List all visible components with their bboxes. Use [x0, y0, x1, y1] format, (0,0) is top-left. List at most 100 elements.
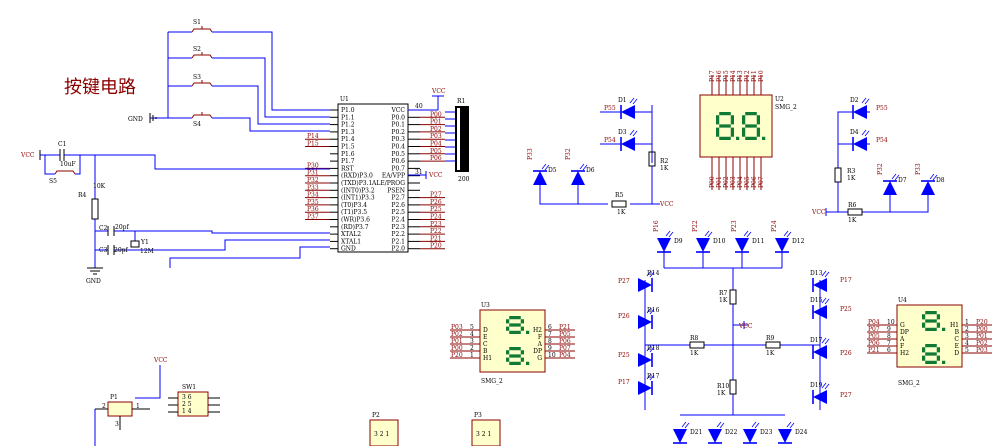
mcu-right-pin-15: P2.4: [391, 217, 405, 224]
p3-connector[interactable]: [471, 419, 501, 446]
u2-digit2-seg-3: [745, 136, 757, 140]
u3-left-net-1: P02: [451, 331, 463, 338]
mcu-left-pin-2: P1.2: [341, 122, 355, 129]
u3-digit2-seg-4: [506, 357, 510, 362]
r7-ref: R7: [719, 290, 728, 297]
led-label-d18-14: D18: [647, 345, 660, 352]
u3-right-net-4: P04: [559, 352, 571, 359]
circuit-title: 按键电路: [64, 77, 136, 98]
mcu-right-net-16: P23: [430, 221, 442, 228]
r5-ref: R5: [615, 192, 624, 199]
u4-name: SMG_2: [898, 380, 920, 387]
led-label-d17-18: D17: [810, 337, 823, 344]
u3-right-seg-1: F: [538, 334, 542, 341]
u4-right-seg-4: D: [954, 350, 959, 357]
led-d10-9: [696, 238, 710, 252]
led-label-d14-12: D14: [647, 270, 660, 277]
mcu-right-pin-16: P2.3: [391, 224, 405, 231]
u4-right-seg-3: E: [955, 343, 959, 350]
p1-pin3: 3: [115, 421, 119, 428]
net-p26-right: P26: [840, 350, 852, 357]
mcu-left-net-4: P14: [307, 133, 319, 140]
u3-left-num-0: 5: [470, 324, 474, 331]
u4-left-num-0: 10: [887, 319, 895, 326]
u4-right-net-3: P02: [976, 340, 988, 347]
u3-digit2-seg-1: [520, 350, 524, 355]
sw1-ref: SW1: [182, 384, 196, 391]
r6-ref: R6: [848, 202, 857, 209]
led-d1-0: [621, 105, 635, 119]
u3-right-seg-4: G: [537, 355, 542, 362]
u2-seven-segment-digits: [716, 112, 766, 140]
u4-left-seg-2: A: [899, 336, 905, 343]
u4-digit1-seg-0: [925, 311, 937, 315]
p1-pin2: 2: [102, 403, 106, 410]
r2-value: 1K: [660, 165, 669, 172]
mcu-right-pin-13: P2.6: [391, 202, 405, 209]
led-label-d12-11: D12: [792, 238, 805, 245]
led-label-d6-3: D6: [586, 167, 595, 174]
u2-bottom-pin-0: P00: [709, 176, 716, 188]
u3-digit2-dp: [526, 361, 530, 365]
p1-connector[interactable]: [107, 401, 133, 417]
led-d19-19: [813, 390, 827, 404]
u4-right-net-2: P01: [976, 333, 988, 340]
mcu-right-net-3: P02: [430, 126, 442, 133]
mcu-left-pin-7: P1.7: [341, 158, 355, 165]
mcu-right-net-19: P20: [430, 243, 442, 250]
mcu-right-net-14: P25: [430, 206, 442, 213]
led-label-d8-7: D8: [936, 177, 945, 184]
mcu-left-pin-15: (WR)P3.6: [341, 217, 370, 224]
u4-digit2-seg-2: [936, 355, 940, 361]
led-d4-5: [853, 137, 867, 151]
u4-right-num-4: 5: [965, 347, 969, 354]
u3-digit1-seg-3: [509, 330, 521, 334]
u4-right-net-1: P00: [976, 326, 988, 333]
r3-ref: R3: [847, 168, 856, 175]
u4-left-net-0: P04: [868, 319, 880, 326]
cross-vcc-label: VCC: [738, 323, 753, 330]
led-d12-11: [775, 238, 789, 252]
led-d22-21: [708, 429, 722, 443]
u4-digit2-seg-1: [936, 347, 940, 353]
u4-digit2-seg-6: [925, 352, 937, 356]
mcu-right-net-4: P03: [430, 133, 442, 140]
u2-top-pin-3: P14: [730, 70, 737, 82]
net-p17-left: P17: [618, 379, 630, 386]
mcu-right-pin-2: P0.1: [391, 122, 405, 129]
mcu-body: [337, 103, 409, 253]
p2-connector[interactable]: [369, 419, 399, 446]
mcu-right-pin-12: P2.7: [391, 195, 405, 202]
u3-left-net-4: P20: [451, 352, 463, 359]
r8-value: 1K: [690, 350, 699, 357]
u3-right-seg-2: A: [537, 341, 543, 348]
led-label-d13-16: D13: [810, 270, 823, 277]
mcu-left-net-12: P34: [307, 192, 319, 199]
u4-left-net-3: P06: [868, 340, 880, 347]
u4-right-net-4: P03: [976, 347, 988, 354]
u2-bottom-pin-3: P03: [730, 176, 737, 188]
u3-left-num-1: 4: [470, 331, 474, 338]
mcu-right-net-12: P27: [430, 192, 442, 199]
led-d23-22: [743, 429, 757, 443]
net-p33-left: P33: [527, 148, 534, 160]
u3-digit2-seg-6: [509, 354, 521, 358]
u3-left-net-0: P03: [451, 324, 463, 331]
u4-seven-segment-digits: [922, 311, 946, 364]
mcu-left-net-13: P35: [307, 199, 319, 206]
mcu-u1: U1 P1.0P1.1P1.2P1.3P1.4P14P1.5P15P1.6P1.…: [305, 88, 446, 253]
sw1-switch[interactable]: [177, 391, 209, 417]
r4-ref: R4: [78, 192, 87, 199]
led-label-d24-23: D24: [795, 429, 808, 436]
led-d16-13: [638, 315, 652, 329]
mcu-left-pin-6: P1.6: [341, 151, 355, 158]
led-right-vcc-label: VCC: [811, 209, 826, 216]
u3-right-net-0: P21: [559, 324, 571, 331]
u2-top-pin-0: P17: [709, 70, 716, 82]
r1-value: 200: [458, 176, 470, 183]
mcu-right-pin-8: P0.7: [391, 165, 405, 172]
net-p17-right: P17: [840, 277, 852, 284]
